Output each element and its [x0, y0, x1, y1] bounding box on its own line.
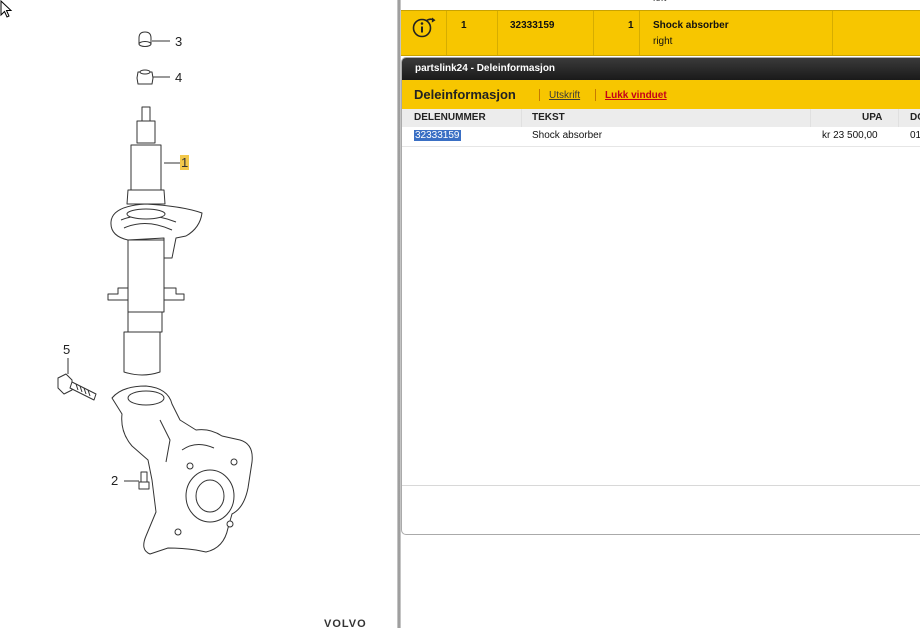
- row-description: Shock absorber: [653, 20, 729, 31]
- popup-titlebar[interactable]: partslink24 - Deleinformasjon: [402, 58, 920, 80]
- header-separator: [539, 89, 540, 101]
- selected-part-row[interactable]: 1 32333159 1 Shock absorber right: [401, 10, 920, 56]
- suspension-exploded-drawing: [57, 31, 253, 555]
- cell-part-number-selected[interactable]: 32333159: [414, 130, 461, 141]
- col-header-part-number[interactable]: DELENUMMER: [414, 112, 486, 123]
- part-info-popup: partslink24 - Deleinformasjon Deleinform…: [401, 57, 920, 535]
- cell-price: kr 23 500,00: [822, 130, 878, 141]
- header-separator: [595, 89, 596, 101]
- callout-5[interactable]: 5: [63, 342, 71, 357]
- part-5-bolt[interactable]: [57, 373, 97, 401]
- volvo-logo: VOLVO: [324, 618, 367, 628]
- row-extra-cell: [833, 11, 920, 55]
- callout-4[interactable]: 4: [175, 70, 183, 85]
- row-quantity-cell: 1: [594, 11, 640, 55]
- popup-footer-divider: [402, 485, 920, 486]
- row-icon-cell[interactable]: [401, 11, 447, 55]
- pane-splitter[interactable]: [397, 0, 401, 628]
- row-side: right: [653, 36, 673, 47]
- col-header-extra[interactable]: DO: [910, 112, 920, 123]
- col-header-text[interactable]: TEKST: [532, 112, 565, 123]
- steering-knuckle[interactable]: [111, 385, 253, 555]
- parts-diagram-pane: 3 4 1 5 2 VOLVO: [0, 0, 397, 628]
- cell-text: Shock absorber: [532, 130, 603, 141]
- table-row[interactable]: 32333159 Shock absorber kr 23 500,00 01: [402, 127, 920, 147]
- part-3-cap[interactable]: [138, 31, 152, 47]
- previous-row-side: left: [653, 0, 666, 4]
- row-quantity: 1: [628, 20, 634, 31]
- row-part-number-cell: 32333159: [498, 11, 594, 55]
- mouse-cursor-icon: [0, 0, 13, 18]
- callout-2[interactable]: 2: [111, 473, 119, 488]
- part-1-shock-absorber[interactable]: [107, 106, 203, 376]
- callout-1-highlighted[interactable]: 1: [180, 155, 190, 170]
- part-2-stud[interactable]: [138, 471, 150, 490]
- row-part-number[interactable]: 32333159: [510, 20, 555, 31]
- row-position-cell: 1: [447, 11, 498, 55]
- table-header: DELENUMMER TEKST UPA DO: [402, 109, 920, 128]
- cell-extra: 01: [910, 130, 920, 141]
- callout-3[interactable]: 3: [175, 34, 183, 49]
- popup-header: Deleinformasjon Utskrift Lukk vinduet: [402, 80, 920, 109]
- print-link[interactable]: Utskrift: [549, 90, 581, 101]
- col-header-price[interactable]: UPA: [862, 112, 883, 123]
- close-window-link[interactable]: Lukk vinduet: [605, 90, 667, 101]
- row-description-cell: Shock absorber right: [640, 11, 833, 55]
- popup-title: partslink24 - Deleinformasjon: [415, 63, 556, 74]
- row-position: 1: [461, 20, 467, 31]
- info-arrow-icon[interactable]: [411, 16, 437, 38]
- part-4-nut[interactable]: [136, 69, 154, 85]
- parts-list-pane: left 1 32333159 1 Shock absorber right: [401, 0, 920, 628]
- popup-heading: Deleinformasjon: [414, 87, 516, 102]
